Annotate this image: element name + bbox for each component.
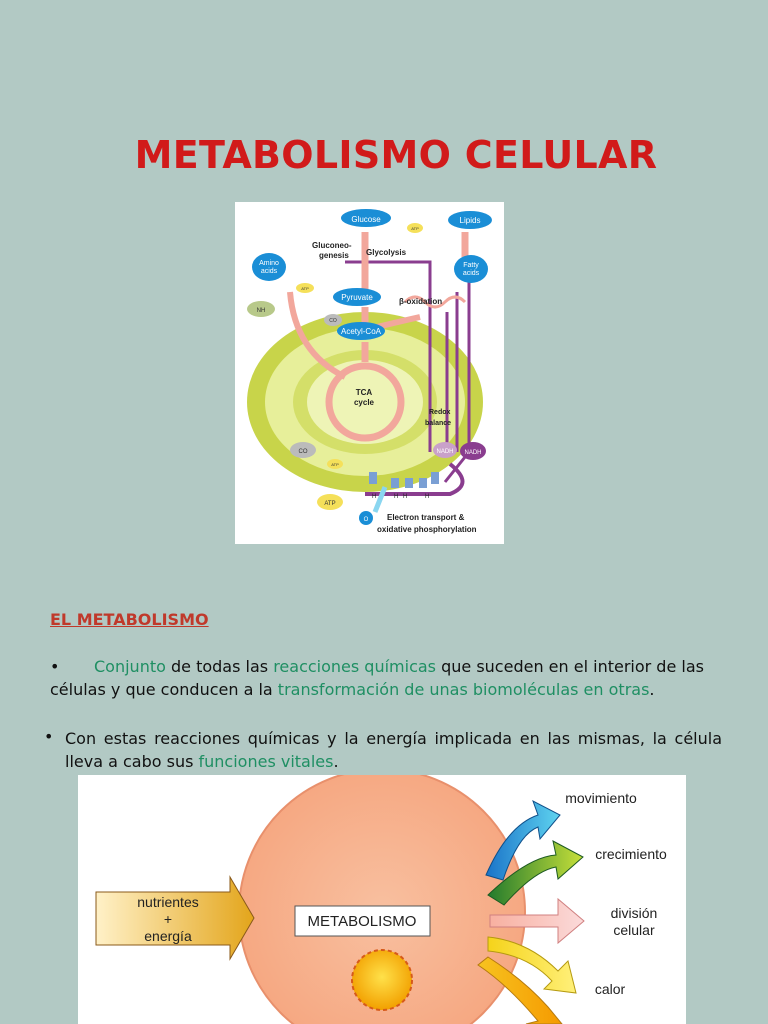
metabolic-pathways-figure: Glucose Lipids Amino acids Fatty acids P…: [235, 202, 504, 544]
tca-label-2: cycle: [354, 398, 375, 407]
input-label-energia: energía: [144, 928, 192, 944]
p1-text-3: células y que conducen a la: [50, 680, 278, 699]
atp-label-4: ATP: [324, 501, 335, 507]
metabolism-io-figure: nutrientes + energía METABOLISMO movimie…: [78, 775, 686, 1024]
nadh-label-1: NADH: [436, 449, 453, 455]
term-funciones: funciones vitales: [199, 752, 334, 771]
fatty-label-1: Fatty: [463, 262, 479, 269]
pyruvate-label: Pyruvate: [341, 293, 373, 302]
svg-text:H: H: [394, 494, 398, 500]
gluconeogenesis-label-2: genesis: [319, 251, 349, 260]
acetyl-label: Acetyl-CoA: [341, 327, 382, 336]
bullet-paragraph-1: • Conjunto de todas las reacciones quími…: [50, 655, 722, 701]
input-label-nutrientes: nutrientes: [137, 894, 198, 910]
page-title: METABOLISMO CELULAR: [0, 133, 768, 177]
glycolysis-label: Glycolysis: [366, 248, 407, 257]
co2-label-1: CO: [329, 318, 337, 324]
co2-label-2: CO: [299, 449, 308, 455]
electron-transport-label-2: oxidative phosphorylation: [377, 525, 477, 534]
nh3-label: NH: [257, 308, 266, 314]
svg-text:H: H: [403, 494, 407, 500]
amino-label-2: acids: [261, 268, 278, 275]
term-transformacion: transformación de unas biomoléculas en o…: [278, 680, 650, 699]
atp-label-2: ATP: [301, 286, 309, 291]
lipids-label: Lipids: [460, 216, 481, 225]
output-label-crecimiento: crecimiento: [595, 846, 667, 862]
output-label-division: división: [611, 905, 658, 921]
term-conjunto: Conjunto: [94, 657, 166, 676]
output-label-movimiento: movimiento: [565, 790, 637, 806]
atp-label-1: ATP: [411, 226, 419, 231]
electron-transport-label-1: Electron transport &: [387, 513, 465, 522]
fatty-acids-node: [454, 255, 488, 283]
nucleus-circle: [352, 950, 412, 1010]
bullet-paragraph-2: • Con estas reacciones químicas y la ene…: [50, 727, 722, 773]
svg-text:H: H: [372, 494, 376, 500]
amino-label-1: Amino: [259, 260, 279, 267]
output-label-calor: calor: [595, 981, 626, 997]
p1-text-1: de todas las: [166, 657, 273, 676]
p1-text-2: que suceden en el interior de las: [436, 657, 704, 676]
tca-label-1: TCA: [356, 388, 373, 397]
input-label-plus: +: [164, 911, 172, 927]
beta-oxidation-label: β-oxidation: [399, 297, 442, 306]
glucose-label: Glucose: [351, 215, 381, 224]
nadh-label-2: NADH: [464, 450, 481, 456]
p2-text-2: .: [333, 752, 338, 771]
metabolismo-box-label: METABOLISMO: [308, 913, 417, 930]
output-label-celular: celular: [613, 922, 655, 938]
redox-label-1: Redox: [429, 409, 451, 416]
input-arrow: [96, 877, 254, 959]
bullet-marker-1: •: [50, 655, 59, 678]
redox-label-2: balance: [425, 420, 451, 427]
o2-label: O: [364, 517, 369, 523]
fatty-label-2: acids: [463, 270, 480, 277]
gluconeogenesis-label-1: Gluconeo-: [312, 241, 352, 250]
p2-text-1: Con estas reacciones químicas y la energ…: [65, 729, 722, 771]
p1-text-4: .: [649, 680, 654, 699]
svg-text:H: H: [425, 494, 429, 500]
atp-label-3: ATP: [331, 462, 339, 467]
section-heading: EL METABOLISMO: [50, 610, 209, 629]
amino-acids-node: [252, 253, 286, 281]
bullet-marker-2: •: [44, 725, 53, 748]
term-reacciones: reacciones químicas: [273, 657, 436, 676]
